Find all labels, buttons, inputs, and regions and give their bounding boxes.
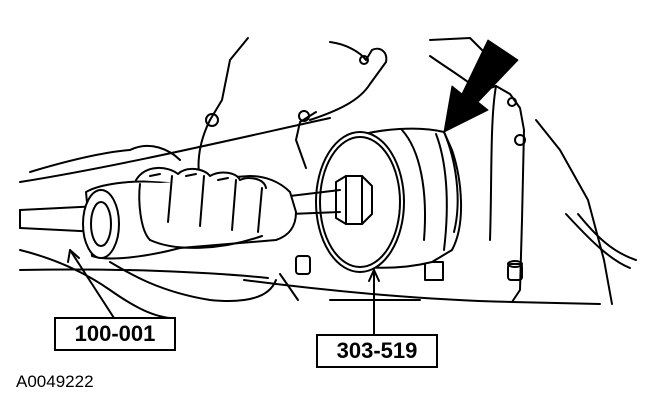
callout-leaders	[67, 249, 380, 335]
seal-remover-tool	[315, 127, 463, 273]
callout-100-001: 100-001	[54, 317, 176, 351]
arrow-icon	[443, 39, 519, 133]
slide-hammer-handle	[82, 175, 297, 260]
figure-id: A0049222	[16, 372, 94, 391]
hand-illustration	[19, 144, 277, 319]
engine-block	[19, 37, 637, 305]
bolt-bosses	[205, 55, 526, 281]
callout-303-519: 303-519	[316, 334, 438, 368]
